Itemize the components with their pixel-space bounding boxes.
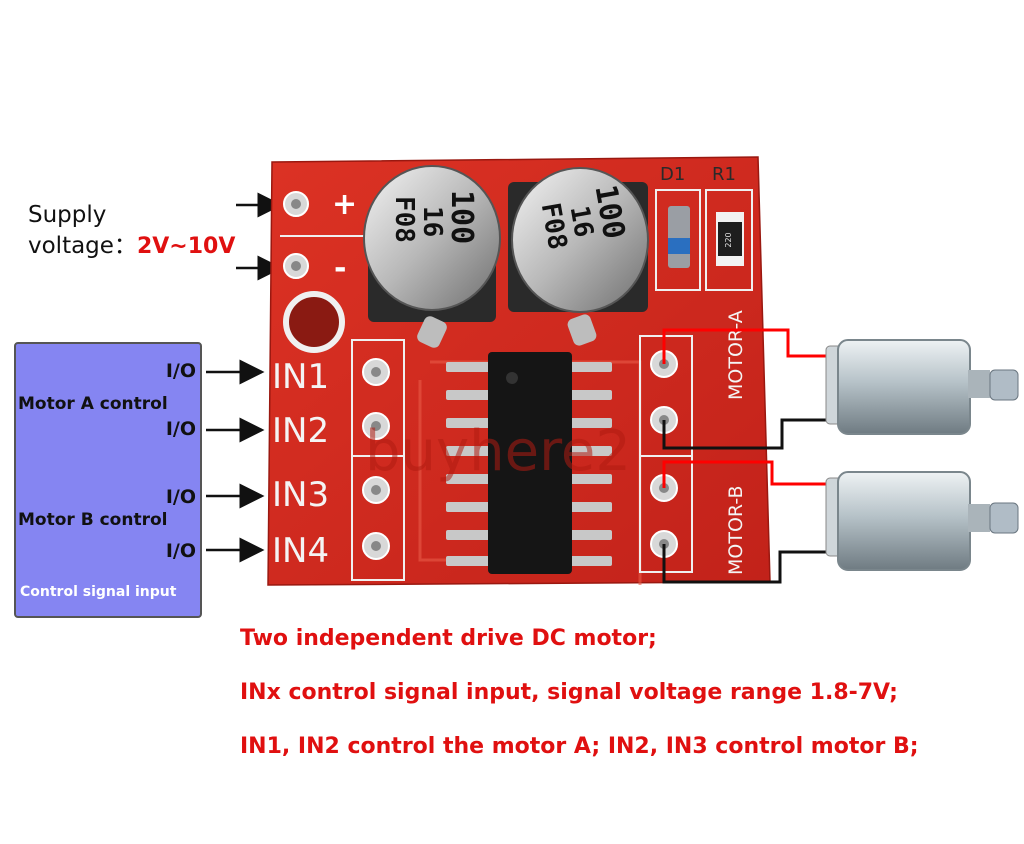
io-label-in1: I/O <box>165 360 196 382</box>
pcb-board: + - 100 16 F08 100 <box>267 156 771 586</box>
note-line-3: IN1, IN2 control the motor A; IN2, IN3 c… <box>240 734 919 759</box>
pin-label-in2: IN2 <box>272 411 329 451</box>
cap-left-voltage: 16 <box>417 206 447 237</box>
motor-wires <box>662 328 836 584</box>
io-label-in4: I/O <box>165 540 196 562</box>
resistor-r1: 220 <box>716 212 744 266</box>
capacitor-right: 100 16 F08 <box>508 167 649 346</box>
input-pads <box>362 358 390 560</box>
diode-d1 <box>668 206 690 268</box>
supply-voltage-range: 2V~10V <box>136 234 236 259</box>
note-line-1: Two independent drive DC motor; <box>240 626 657 651</box>
note-line-2: INx control signal input, signal voltage… <box>240 680 898 705</box>
pin-label-in1: IN1 <box>272 357 329 397</box>
r1-label: R1 <box>712 164 736 185</box>
io-label-in2: I/O <box>165 418 196 440</box>
pin-label-in3: IN3 <box>272 475 329 515</box>
io-label-in3: I/O <box>165 486 196 508</box>
motor-a-board-label: MOTOR-A <box>725 310 747 400</box>
watermark: buyhere2 <box>365 419 631 484</box>
d1-label: D1 <box>660 164 685 185</box>
io-arrows <box>206 359 265 563</box>
control-signal-input-label: Control signal input <box>20 584 177 600</box>
control-signal-box: I/O Motor A control I/O I/O Motor B cont… <box>14 342 202 618</box>
driver-ic-chip <box>446 352 612 574</box>
resistor-code: 220 <box>724 232 733 247</box>
cap-left-code: F08 <box>389 196 419 243</box>
motor-a <box>825 339 1019 435</box>
supply-plus-sign: + <box>332 187 357 222</box>
motor-b-board-label: MOTOR-B <box>725 485 747 575</box>
supply-label-line2: voltage： <box>28 233 137 259</box>
cap-left-value: 100 <box>444 190 479 244</box>
supply-minus-sign: - <box>334 251 346 286</box>
pin-label-in4: IN4 <box>272 531 329 571</box>
motor-b <box>825 471 1019 571</box>
capacitor-left: 100 16 F08 <box>363 165 501 348</box>
supply-label-line1: Supply <box>28 202 107 228</box>
motor-a-control-label: Motor A control <box>18 394 168 414</box>
motor-b-control-label: Motor B control <box>18 510 168 530</box>
supply-voltage-label: Supply voltage：2V~10V <box>28 200 235 262</box>
cap-right-voltage: 16 <box>564 204 599 240</box>
mounting-hole <box>283 291 345 353</box>
